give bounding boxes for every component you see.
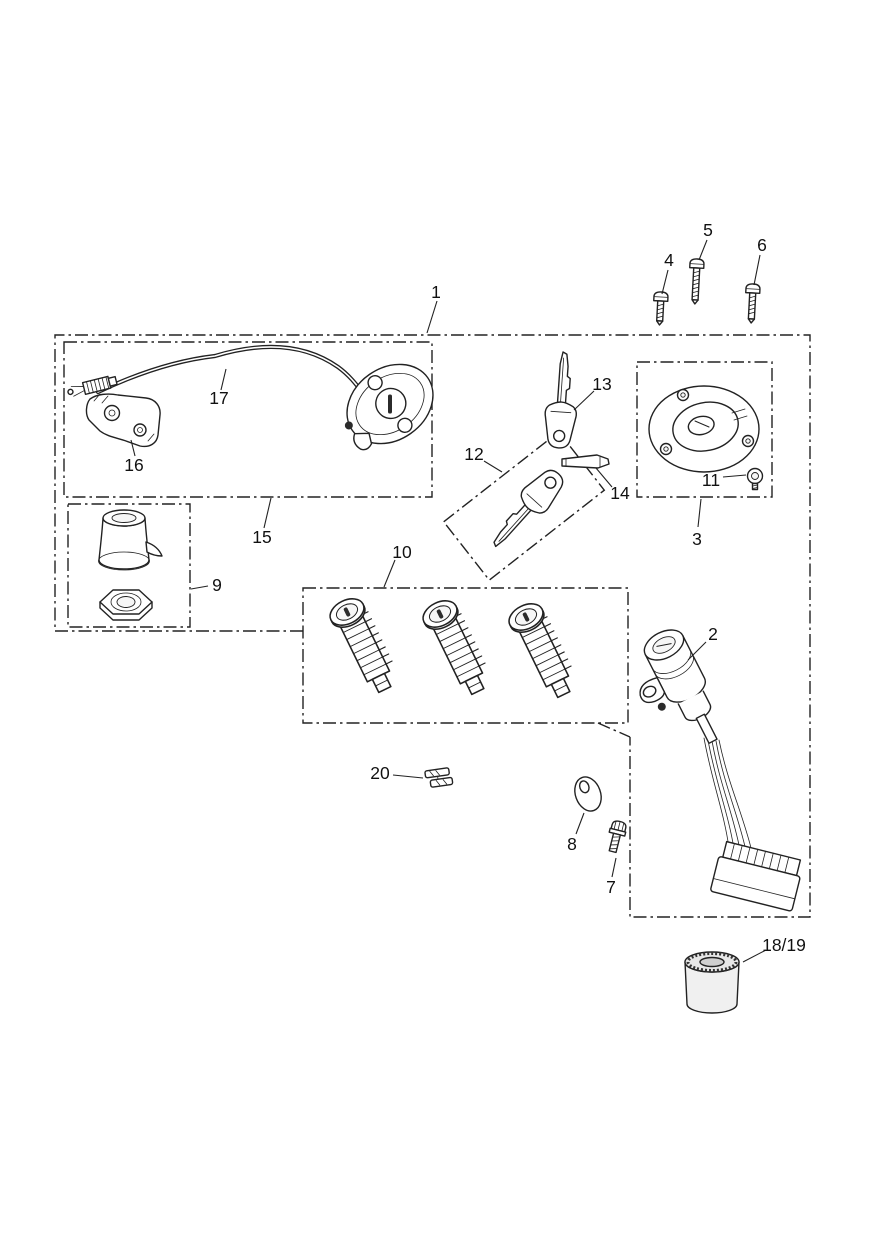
cable-assembly-box <box>63 341 433 498</box>
part-label-8: 8 <box>567 834 577 854</box>
leader-18-19 <box>742 949 767 963</box>
ignition-switch-assembly <box>639 629 802 912</box>
leader-8 <box>575 812 585 835</box>
part-label-4: 4 <box>664 250 674 270</box>
box-connector-line <box>597 722 631 738</box>
lock-barrel-2 <box>417 594 496 701</box>
part-label-5: 5 <box>703 220 713 240</box>
rubber-boot <box>98 509 163 571</box>
key-12 <box>481 462 571 557</box>
part-label-18-19: 18/19 <box>762 935 806 955</box>
part-label-17: 17 <box>209 388 228 408</box>
leader-4 <box>661 269 669 295</box>
screw-5 <box>689 258 705 305</box>
part-label-9: 9 <box>212 575 222 595</box>
part-label-20: 20 <box>370 763 390 783</box>
key-blank <box>561 454 610 469</box>
part-label-2: 2 <box>708 624 718 644</box>
leader-7 <box>611 857 617 878</box>
part-labels: 1 2 3 4 5 6 7 8 9 10 11 12 13 14 15 16 1… <box>124 220 806 955</box>
part-label-10: 10 <box>392 542 412 562</box>
leader-10 <box>383 559 396 588</box>
lock-nut <box>99 589 153 621</box>
lock-barrel-set <box>324 592 582 704</box>
cable-bracket <box>85 393 161 448</box>
fuel-cap-box <box>636 361 773 498</box>
leader-12 <box>483 460 503 473</box>
leader-6 <box>753 254 761 286</box>
part-label-7: 7 <box>606 877 616 897</box>
outer-boundary <box>54 334 811 918</box>
switch-wires <box>703 737 753 853</box>
leader-11 <box>722 474 747 478</box>
lock-barrels-box <box>302 587 629 724</box>
part-label-1: 1 <box>431 282 441 302</box>
retaining-clip <box>424 767 454 788</box>
ignition-switch-body <box>639 629 718 744</box>
leader-17 <box>220 368 227 391</box>
small-bolt <box>608 820 627 854</box>
cable-adjuster <box>67 375 118 397</box>
grommet <box>684 951 740 1014</box>
lock-barrel-1 <box>324 592 403 699</box>
lock-barrel-3 <box>503 597 582 704</box>
screw-4 <box>653 291 669 326</box>
leader-13 <box>573 390 595 411</box>
leader-1 <box>426 300 438 334</box>
part-label-11: 11 <box>702 470 720 490</box>
part-label-16: 16 <box>124 455 143 475</box>
seat-latch <box>344 363 434 451</box>
part-label-15: 15 <box>252 527 271 547</box>
part-label-13: 13 <box>592 374 611 394</box>
fuel-filler-cap <box>648 385 760 473</box>
leader-2 <box>687 641 707 661</box>
lock-cable <box>95 344 365 395</box>
parts <box>67 258 802 1014</box>
leader-16 <box>130 439 136 457</box>
cap-screw <box>746 467 764 491</box>
gasket <box>574 776 602 812</box>
part-label-6: 6 <box>757 235 767 255</box>
leader-20 <box>392 774 424 779</box>
leader-15 <box>263 497 272 529</box>
screw-6 <box>745 283 761 324</box>
leader-9 <box>190 585 209 590</box>
leader-3 <box>697 498 702 528</box>
part-label-14: 14 <box>610 483 630 503</box>
wiring-connector <box>710 840 802 912</box>
boot-and-nut-box <box>67 503 191 628</box>
leader-lines <box>130 239 767 963</box>
leader-5 <box>698 239 708 261</box>
part-label-3: 3 <box>692 529 702 549</box>
key-13 <box>542 350 582 450</box>
part-label-12: 12 <box>464 444 483 464</box>
leader-14 <box>595 467 613 488</box>
